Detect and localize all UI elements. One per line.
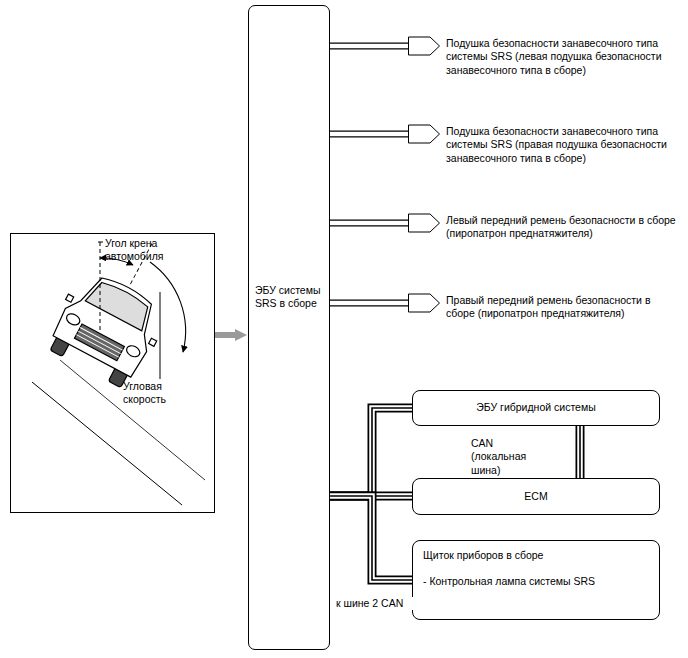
roll-angle-marks xyxy=(98,242,186,379)
connector-terminal-symbol xyxy=(408,293,441,314)
connector-stroke xyxy=(330,43,408,50)
flow-arrow xyxy=(215,335,235,336)
output-line xyxy=(330,303,408,304)
connector-stroke xyxy=(330,408,412,496)
connector-stroke xyxy=(330,408,412,496)
output-device: Левый передний ремень безопасности в сбо… xyxy=(408,213,680,241)
srs-ecu-box: ЭБУ системы SRS в сборе xyxy=(248,5,330,650)
connector-stroke xyxy=(215,332,235,338)
connector-stroke xyxy=(330,131,408,138)
terminal-outline xyxy=(409,214,440,232)
node-label: ЭБУ системы SRS в сборе xyxy=(255,284,324,311)
ecu-box: ЭБУ гибридной системы xyxy=(412,390,660,426)
node-label: ECM xyxy=(524,490,547,503)
node-label: Щиток приборов в сборе xyxy=(423,549,649,562)
node-label: Угол крена автомобиля xyxy=(105,237,181,264)
can-bus-line xyxy=(330,496,412,580)
node-sublabel: - Контрольная лампа системы SRS xyxy=(423,575,649,588)
can-bus-line xyxy=(330,408,412,496)
connector-stroke xyxy=(330,220,408,227)
connector-stroke xyxy=(576,426,585,478)
terminal-outline xyxy=(409,37,440,55)
connector-terminal-symbol xyxy=(408,124,441,145)
connector-stroke xyxy=(330,408,412,496)
terminal-outline xyxy=(409,294,440,312)
connector-stroke xyxy=(577,426,583,478)
connector-stroke xyxy=(330,44,408,49)
output-line xyxy=(330,134,408,135)
connector-stroke xyxy=(330,132,408,137)
bus-label: CAN (локальная шина) xyxy=(470,437,552,477)
node-sublabel: Угловая скорость xyxy=(123,380,187,407)
connector-stroke xyxy=(330,496,412,580)
connector-stroke xyxy=(330,301,408,306)
connector-stroke xyxy=(579,426,581,478)
node-label: Левый передний ремень безопасности в сбо… xyxy=(446,213,680,241)
illustration-frame: Угол крена автомобиляУгловая скорость xyxy=(10,233,215,513)
connector-stroke xyxy=(330,496,412,580)
node-label: ЭБУ гибридной системы xyxy=(476,401,595,414)
connector-stroke xyxy=(330,300,408,307)
output-line xyxy=(330,223,408,224)
connector-terminal-symbol xyxy=(408,36,441,57)
vehicle-front-view xyxy=(41,220,196,392)
node-label: Подушка безопасности занавесочного типа … xyxy=(446,124,680,165)
ground-slope xyxy=(32,360,205,505)
instrument-cluster-box: Щиток приборов в сборе - Контрольная ламп… xyxy=(412,540,660,620)
connector-terminal-symbol xyxy=(408,213,441,234)
node-label: Подушка безопасности занавесочного типа … xyxy=(446,36,680,77)
output-device: Правый передний ремень безопасности в сб… xyxy=(408,293,680,321)
can-bus-line xyxy=(580,426,581,478)
ecu-box: ECM xyxy=(412,478,660,515)
output-device: Подушка безопасности занавесочного типа … xyxy=(408,36,680,77)
output-device: Подушка безопасности занавесочного типа … xyxy=(408,124,680,165)
output-line xyxy=(330,46,408,47)
terminal-outline xyxy=(409,125,440,143)
connector-stroke xyxy=(330,496,412,580)
bus-note: к шине 2 CAN xyxy=(335,597,415,610)
node-label: Правый передний ремень безопасности в сб… xyxy=(446,293,680,321)
connector-stroke xyxy=(330,221,408,226)
